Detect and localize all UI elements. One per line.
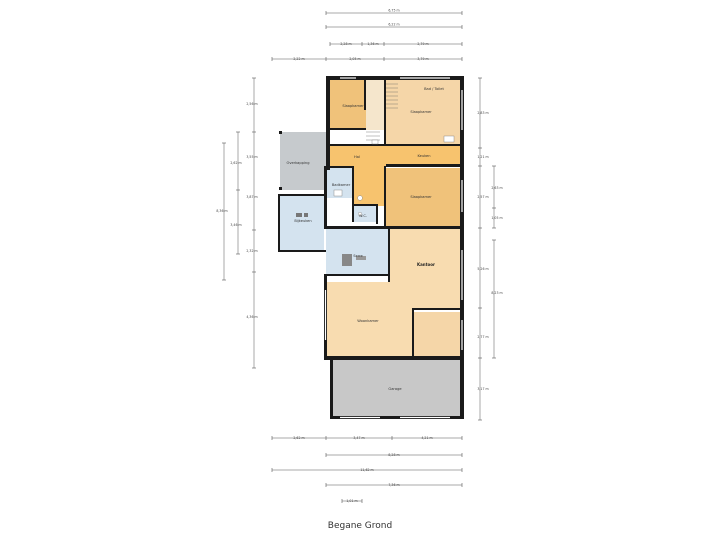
dim-right-8: 2,77 m xyxy=(477,335,488,339)
dim-right-1: 2,83 m xyxy=(477,111,488,115)
dim-right-2: 1,21 m xyxy=(477,155,488,159)
room-fills xyxy=(280,80,460,416)
room-hal xyxy=(330,146,386,168)
dim-left-3: 3,87 m xyxy=(246,195,257,199)
room-stairs xyxy=(366,80,386,130)
room-bijkeuken xyxy=(280,196,324,250)
dimensions-bottom: 2,62 m 3,47 m 4,21 m 8,28 m 11,62 m 7,36… xyxy=(271,436,463,503)
dim-right-3: 2,57 m xyxy=(477,195,488,199)
wc-toilet-icon xyxy=(358,211,363,216)
label-entree: Kantoor xyxy=(417,262,435,267)
dim-bottom-2: 3,47 m xyxy=(353,436,364,440)
room-slaapkamer-2 xyxy=(386,80,460,144)
dim-bottom-3: 4,21 m xyxy=(421,436,432,440)
staircase xyxy=(366,83,398,141)
dim-right-9: 3,17 m xyxy=(477,387,488,391)
shower-icon xyxy=(333,189,343,197)
dim-top-seg-1: 2,28 m xyxy=(340,42,351,46)
dim-top-total: 6,75 m xyxy=(388,9,399,13)
label-slaapkamer-1: Slaapkamer xyxy=(342,104,364,108)
dim-left-outer: 8,36 m xyxy=(216,209,227,213)
room-slaapkamer-1 xyxy=(330,80,366,130)
dim-top-row4-1: 2,22 m xyxy=(293,57,304,61)
dim-right-5: 1,05 m xyxy=(491,216,502,220)
label-badkamer-top: Bad / Toilet xyxy=(424,87,444,91)
dim-right-6: 5,26 m xyxy=(477,267,488,271)
label-bijkeuken: Bijkeuken xyxy=(294,219,311,223)
dim-top-row4-3: 3,79 m xyxy=(417,57,428,61)
dim-top-seg-2: 1,36 m xyxy=(367,42,378,46)
fixtures xyxy=(296,135,455,266)
room-slaapkamer-3 xyxy=(386,168,460,226)
dim-left-4: 3,46 m xyxy=(230,223,241,227)
label-slaapkamer-3: Slaapkamer xyxy=(410,195,432,199)
dim-left-1: 3,55 m xyxy=(246,155,257,159)
dim-top-row4-2: 2,05 m xyxy=(349,57,360,61)
walls xyxy=(278,76,464,419)
dryer-icon xyxy=(304,213,308,217)
room-kantoor xyxy=(414,312,460,358)
windows xyxy=(324,77,463,419)
washer-icon xyxy=(296,213,302,217)
room-garage xyxy=(332,360,460,416)
dim-bottom-7: 1,01 m xyxy=(346,499,357,503)
closet-icon xyxy=(371,139,379,145)
label-serre: Serre xyxy=(353,254,363,258)
toilet-icon xyxy=(357,195,363,201)
label-slaapkamer-2: Slaapkamer xyxy=(410,110,432,114)
dim-bottom-6: 7,36 m xyxy=(388,483,399,487)
counter-icon xyxy=(356,256,366,260)
dim-right-4: 2,63 m xyxy=(491,186,502,190)
dim-top-seg-3: 2,79 m xyxy=(417,42,428,46)
label-overkapping: Overkapping xyxy=(287,161,310,165)
dim-left-c: 4,36 m xyxy=(246,315,257,319)
room-corridor xyxy=(354,168,384,206)
dim-left-b: 2,32 m xyxy=(246,249,257,253)
room-keuken xyxy=(386,146,460,164)
dim-bottom-4: 8,28 m xyxy=(388,453,399,457)
dim-left-2: 2,62 m xyxy=(230,161,241,165)
dimensions-left: 2,56 m 2,32 m 4,36 m 2,62 m 3,46 m 8,36 … xyxy=(216,77,258,369)
dim-left-a: 2,56 m xyxy=(246,102,257,106)
room-overkapping xyxy=(280,132,326,190)
dim-bottom-1: 2,62 m xyxy=(293,436,304,440)
room-serre xyxy=(326,228,390,276)
label-woonkamer: Woonkamer xyxy=(357,319,379,323)
label-keuken: Keuken xyxy=(417,154,430,158)
dim-right-7: 8,23 m xyxy=(491,291,502,295)
room-woonkamer xyxy=(326,228,460,358)
dimensions-top: 6,75 m 6,22 m 2,28 m 1,36 m 2,79 m 2,22 … xyxy=(271,9,463,61)
label-garage: Garage xyxy=(388,387,402,391)
label-badkamer: Badkamer xyxy=(332,183,351,187)
room-labels: Slaapkamer Bad / Toilet Slaapkamer Hal K… xyxy=(287,87,445,391)
stove-icon xyxy=(342,254,352,266)
dim-bottom-5: 11,62 m xyxy=(360,468,373,472)
label-wc: W.C. xyxy=(359,214,367,218)
room-wc xyxy=(354,206,378,222)
dimensions-right: 2,83 m 1,21 m 2,57 m 5,26 m 2,77 m 3,17 … xyxy=(477,77,503,421)
label-hal: Hal xyxy=(354,155,360,159)
floor-title: Begane Grond xyxy=(327,521,393,531)
dim-top-mid: 6,22 m xyxy=(388,23,399,27)
sink-icon xyxy=(443,135,455,143)
